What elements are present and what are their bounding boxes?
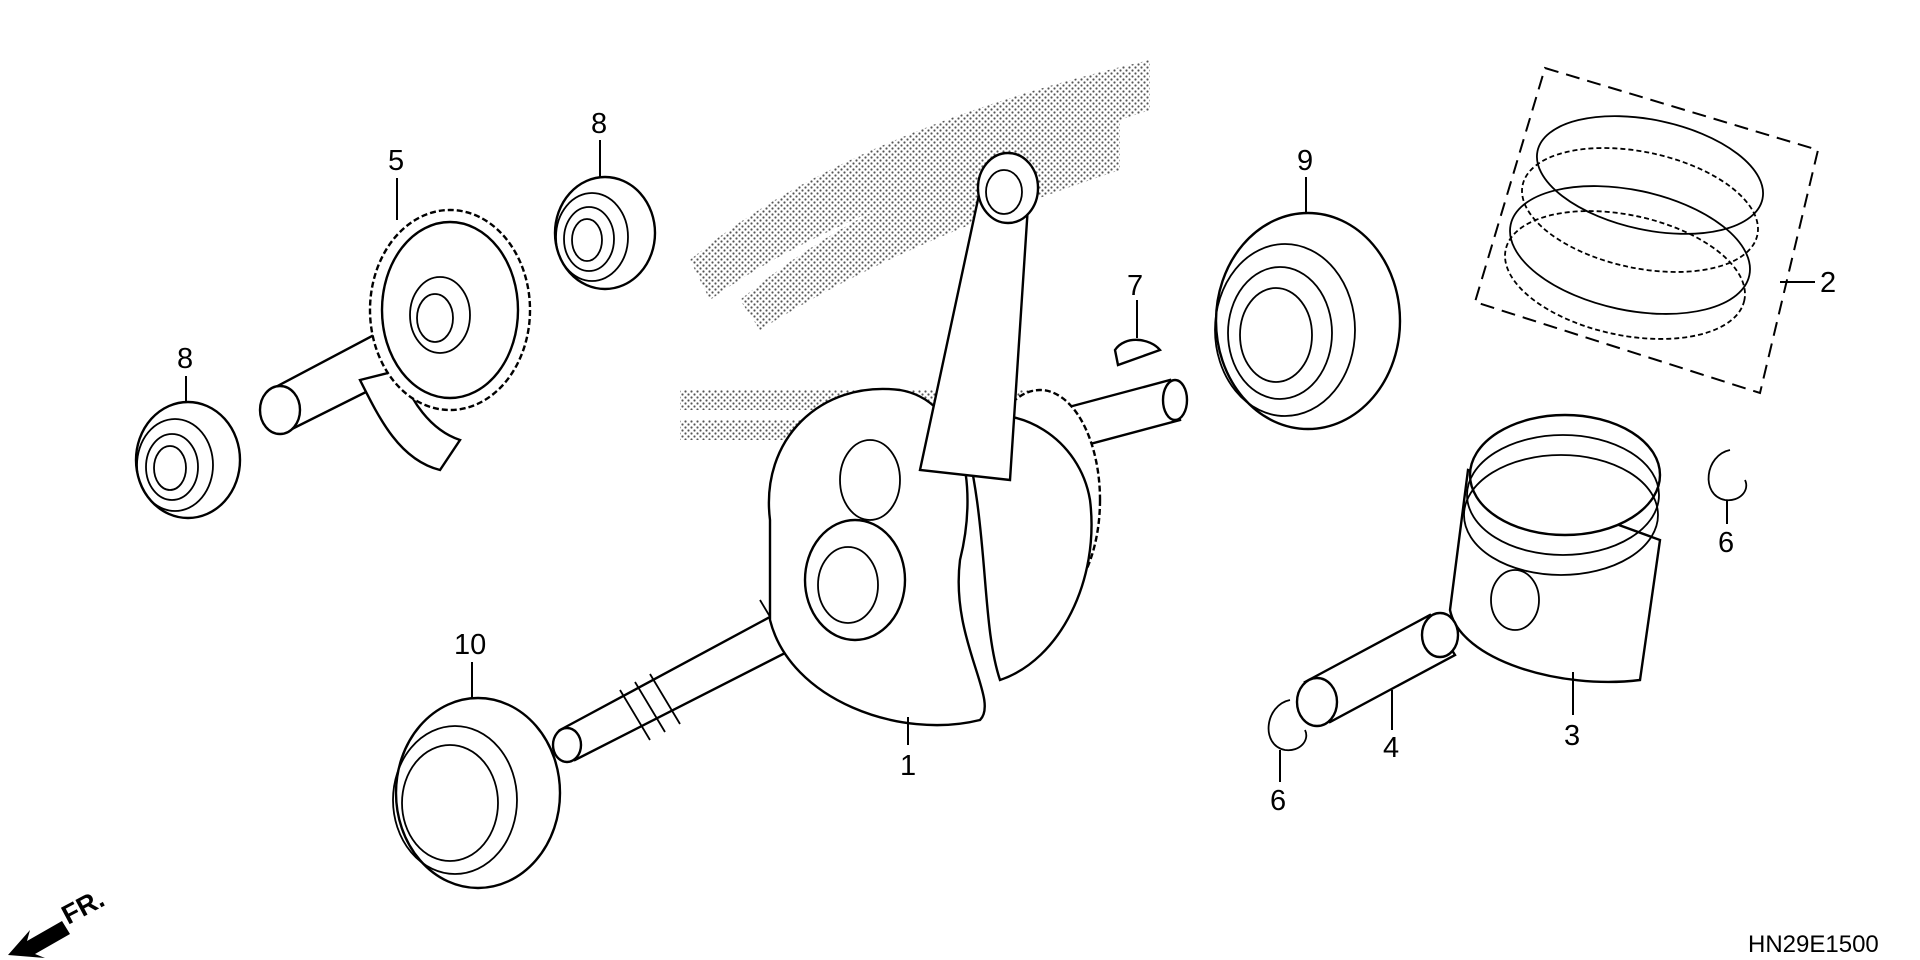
part-3-piston[interactable] — [1448, 413, 1662, 684]
callout-4: 4 — [1383, 732, 1399, 764]
callout-8-left: 8 — [177, 343, 193, 375]
part-5-balancer-shaft-gear[interactable] — [258, 208, 532, 472]
part-7-woodruff-key[interactable] — [1113, 338, 1163, 367]
callout-6-lower: 6 — [1270, 785, 1286, 817]
brand-wing-watermark — [680, 60, 1150, 440]
callout-8-upper: 8 — [591, 108, 607, 140]
callout-3: 3 — [1564, 720, 1580, 752]
part-8-ball-bearing-upper[interactable] — [553, 175, 657, 291]
callout-6-right: 6 — [1718, 527, 1734, 559]
front-arrow-icon — [8, 921, 70, 958]
callout-5: 5 — [388, 145, 404, 177]
callout-7: 7 — [1127, 270, 1143, 302]
diagram-code: HN29E1500 — [1748, 931, 1879, 958]
part-8-ball-bearing-left[interactable] — [134, 400, 242, 520]
callout-labels: 1 2 3 4 5 6 6 7 8 8 9 10 — [177, 108, 1836, 817]
leader-lines — [185, 140, 1815, 782]
part-6-piston-pin-clip-right[interactable] — [1707, 449, 1748, 502]
part-1-crankshaft-assembly[interactable] — [551, 151, 1189, 764]
part-4-piston-pin[interactable] — [1295, 611, 1460, 728]
callout-2: 2 — [1820, 267, 1836, 299]
part-10-bearing-lower-left[interactable] — [392, 696, 562, 890]
front-marker-label: FR. — [57, 883, 109, 930]
part-6-piston-pin-clip-lower[interactable] — [1267, 699, 1308, 752]
front-direction-marker: FR. — [8, 883, 109, 958]
callout-9: 9 — [1297, 145, 1313, 177]
callout-10: 10 — [454, 629, 486, 661]
part-9-ball-bearing-right[interactable] — [1214, 211, 1402, 431]
callout-1: 1 — [900, 750, 916, 782]
part-2-piston-ring-set[interactable] — [1473, 66, 1820, 395]
